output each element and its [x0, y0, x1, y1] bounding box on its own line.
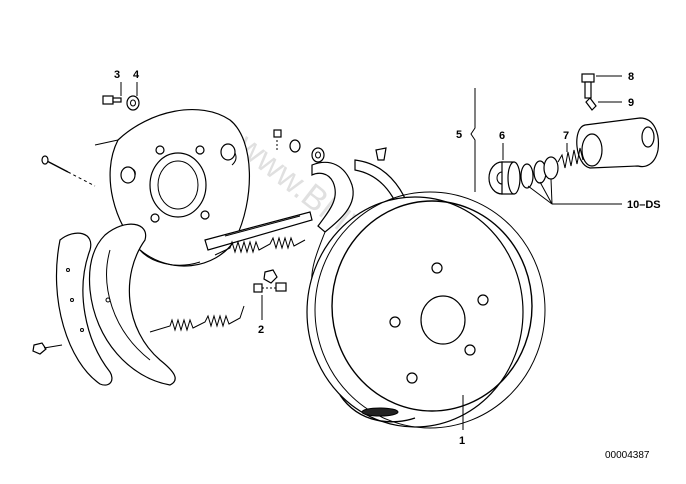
- callout-7: 7: [563, 130, 569, 142]
- callout-8: 8: [628, 71, 634, 83]
- shoe-bolt: [32, 342, 63, 355]
- washer-part-4: [126, 95, 140, 111]
- bolt-part-3: [102, 95, 122, 105]
- callout-2: 2: [258, 324, 264, 336]
- pin-small: [273, 129, 282, 150]
- callout-5: 5: [456, 129, 462, 141]
- reference-number: 00004387: [605, 450, 650, 461]
- callout-1: 1: [459, 435, 465, 447]
- upper-return-spring: [214, 236, 306, 256]
- callout-4: 4: [133, 69, 140, 81]
- wheel-cylinder-clip: [375, 147, 387, 161]
- bolt-part-2: [253, 282, 287, 293]
- piston-and-seal: [520, 156, 559, 189]
- leaders-10-ds: [527, 178, 622, 205]
- brake-drum-part-1: [306, 191, 546, 429]
- shoe-retaining-pin: [41, 155, 96, 187]
- callout-9: 9: [628, 97, 634, 109]
- nut-part-2: [263, 269, 278, 284]
- bleeder-screw-part-8: [581, 73, 595, 99]
- brake-shoe-inner: [88, 223, 176, 386]
- lower-return-spring: [149, 305, 245, 333]
- bracket-5: [470, 88, 476, 192]
- washer-small: [311, 147, 325, 163]
- brake-shoe-outer: [55, 232, 113, 386]
- callout-10-ds: 10–DS: [627, 199, 661, 211]
- wheel-cylinder-housing: [576, 117, 660, 169]
- callout-3: 3: [114, 69, 120, 81]
- dust-cap-part-9: [585, 97, 597, 111]
- adjuster-strut: [204, 211, 313, 251]
- spring-cup-small: [289, 139, 301, 153]
- spring-part-7: [557, 147, 584, 169]
- dust-boot-part-6: [488, 161, 521, 195]
- callout-6: 6: [499, 130, 505, 142]
